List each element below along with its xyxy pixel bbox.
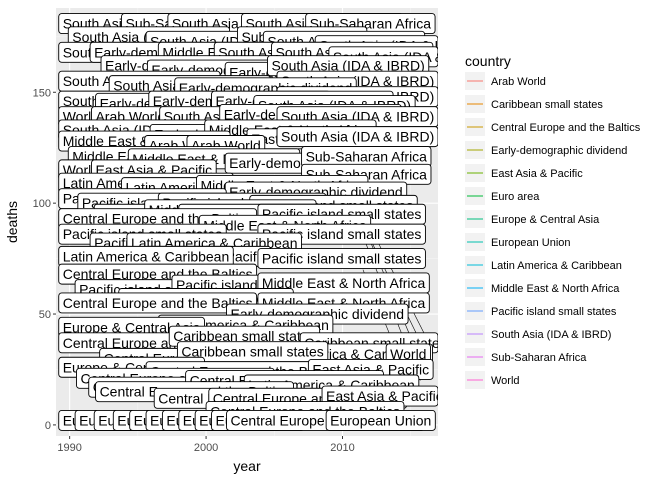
legend-item: European Union xyxy=(465,233,571,251)
y-tick-label: 0 xyxy=(45,420,51,432)
legend-item: South Asia (IDA & IBRD) xyxy=(465,325,611,343)
legend-item: Europe & Central Asia xyxy=(465,210,600,228)
series-label: Middle East & North Africa xyxy=(257,272,430,294)
series-label-box xyxy=(58,292,258,314)
series-label-text: Latin America & Caribbean xyxy=(63,248,230,264)
series-label: Early-demographic dividend xyxy=(226,303,409,325)
legend-item: Latin America & Caribbean xyxy=(465,256,622,274)
series-label: South Asia (IDA & IBRD) xyxy=(267,55,430,77)
legend-item-label: Middle East & North Africa xyxy=(491,283,620,295)
y-tick-label: 150 xyxy=(33,87,51,99)
series-label: Pacific island small states xyxy=(257,248,426,270)
legend-item-label: Early-demographic dividend xyxy=(491,145,627,157)
series-label-text: South Asia (IDA & IBRD) xyxy=(281,129,434,145)
legend-item-label: South Asia (IDA & IBRD) xyxy=(491,329,611,341)
series-label-text: European Union xyxy=(330,412,431,428)
series-label-box xyxy=(325,410,436,431)
legend-item-label: World xyxy=(491,375,520,387)
legend-item: Arab World xyxy=(465,72,546,90)
legend-item: Central Europe and the Baltics xyxy=(465,118,641,136)
series-label-text: Pacific island small states xyxy=(262,251,422,267)
legend-item: Caribbean small states xyxy=(465,95,603,113)
x-tick-label: 2010 xyxy=(330,442,354,454)
legend-item-label: Europe & Central Asia xyxy=(491,214,600,226)
series-label: Caribbean small states xyxy=(168,325,321,347)
legend-item-label: Euro area xyxy=(491,191,540,203)
series-label-text: Europe & Central Asia xyxy=(63,319,201,335)
series-label: European Union xyxy=(325,410,436,431)
series-label: Sub-Saharan Africa xyxy=(301,146,432,168)
series-label: South Asia (IDA & IBRD) xyxy=(276,126,438,148)
legend-item: Early-demographic dividend xyxy=(465,141,627,159)
x-tick-label: 1990 xyxy=(57,442,81,454)
legend-item-label: Arab World xyxy=(491,76,546,88)
legend-item-label: European Union xyxy=(491,237,571,249)
series-label: World xyxy=(385,343,431,365)
legend-item-label: Pacific island small states xyxy=(491,306,617,318)
legend-item-label: East Asia & Pacific xyxy=(491,168,583,180)
x-tick-label: 2000 xyxy=(194,442,218,454)
legend-item: Pacific island small states xyxy=(465,302,617,320)
x-axis: 1990 2000 2010 xyxy=(57,436,355,454)
series-label-text: Middle East & North Africa xyxy=(262,275,426,291)
legend-item-label: Sub-Saharan Africa xyxy=(491,352,587,364)
series-label: Latin America & Caribbean xyxy=(58,245,234,267)
legend-item: Middle East & North Africa xyxy=(465,279,620,297)
legend-title: country xyxy=(465,53,511,69)
series-label: Caribbean small states xyxy=(176,341,329,363)
legend-item: Sub-Saharan Africa xyxy=(465,348,587,366)
series-labels: South Asia (IDA & IBRD) Sub-Saharan Afric… xyxy=(58,13,443,431)
y-axis: 0 50 100 150 xyxy=(33,87,56,432)
y-axis-title: deaths xyxy=(4,201,20,243)
series-label-text: South Asia (IDA & IBRD) xyxy=(271,58,424,74)
series-label-box xyxy=(257,248,426,270)
series-label-text: East Asia & Pacific xyxy=(326,388,443,404)
legend-item: World xyxy=(465,371,520,389)
y-tick-label: 100 xyxy=(33,198,51,210)
legend-item-label: Central Europe and the Baltics xyxy=(491,122,641,134)
legend-item-label: Latin America & Caribbean xyxy=(491,260,622,272)
series-label-text: Sub-Saharan Africa xyxy=(306,149,428,165)
series-label-text: Caribbean small states xyxy=(181,344,323,360)
series-label-text: Caribbean small states xyxy=(173,328,315,344)
legend-item: East Asia & Pacific xyxy=(465,164,583,182)
series-label-text: World xyxy=(390,346,426,362)
legend-item: Euro area xyxy=(465,187,540,205)
series-label: Central Europe and the Baltics xyxy=(58,292,258,314)
y-tick-label: 50 xyxy=(39,309,51,321)
x-axis-title: year xyxy=(233,458,261,474)
series-label-text: Central Europe and the Baltics xyxy=(63,295,253,311)
legend-item-label: Caribbean small states xyxy=(491,99,603,111)
series-label: East Asia & Pacific xyxy=(321,385,443,407)
